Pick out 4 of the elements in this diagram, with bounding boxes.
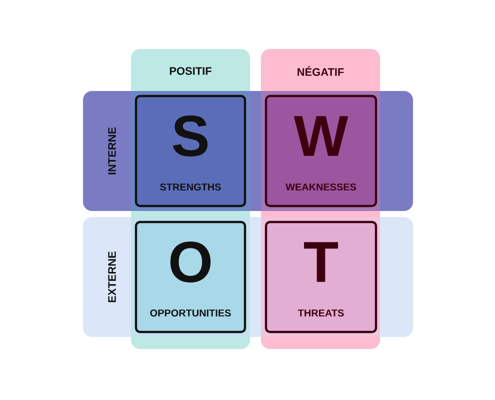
quadrant-box: T THREATS [264, 220, 378, 334]
quadrant-box: W WEAKNESSES [264, 94, 378, 208]
quadrant-box: S STRENGTHS [134, 94, 246, 208]
quadrant-box: O OPPORTUNITIES [134, 220, 246, 334]
